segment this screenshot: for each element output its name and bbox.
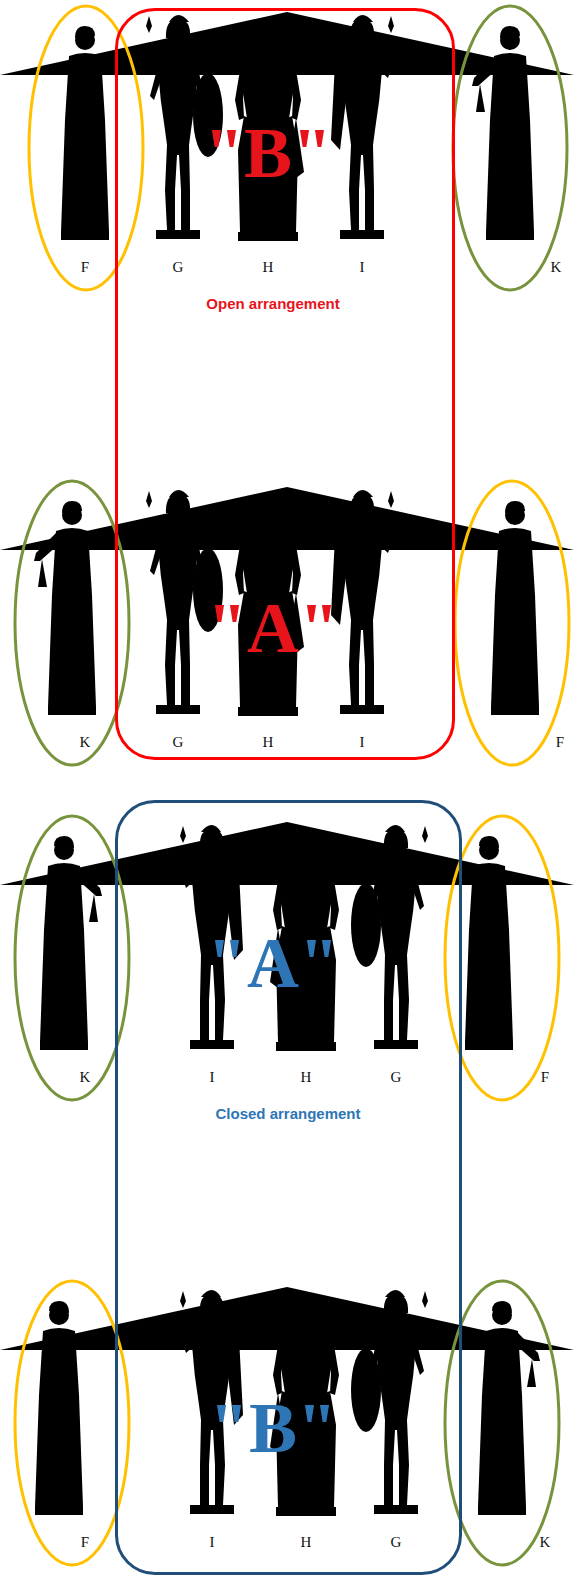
arrangement-title: Closed arrangement <box>215 1106 360 1121</box>
figure-letter: H <box>301 1535 312 1550</box>
arrangement-box: "A" Closed arrangement "B" <box>115 800 462 1575</box>
group-ellipses <box>15 6 569 1565</box>
arrangement-box: "B" Open arrangement "A" <box>115 8 455 760</box>
figure-letter: K <box>80 1070 91 1085</box>
figure-letter: H <box>263 735 274 750</box>
figure-letter: G <box>391 1535 402 1550</box>
group-letter: "B" <box>204 117 332 189</box>
figure-letter: K <box>551 260 562 275</box>
figure-letter: F <box>556 735 564 750</box>
figure-letter: H <box>263 260 274 275</box>
figure-letter: I <box>210 1535 215 1550</box>
figure-letter: K <box>540 1535 551 1550</box>
figure-letter: F <box>541 1070 549 1085</box>
group-letter: "B" <box>209 1392 337 1464</box>
figure-letter: F <box>81 1535 89 1550</box>
figure-letter: I <box>360 260 365 275</box>
figure-letter: F <box>81 260 89 275</box>
figure-letter: G <box>391 1070 402 1085</box>
figure-letter: K <box>80 735 91 750</box>
figure-letter: G <box>173 735 184 750</box>
group-letter: "A" <box>207 927 339 999</box>
group-letter: "A" <box>207 592 339 664</box>
figure-letter: H <box>301 1070 312 1085</box>
figure-letter: I <box>210 1070 215 1085</box>
figure-letter: I <box>360 735 365 750</box>
figure-letter: G <box>173 260 184 275</box>
arrangement-title: Open arrangement <box>206 296 339 311</box>
